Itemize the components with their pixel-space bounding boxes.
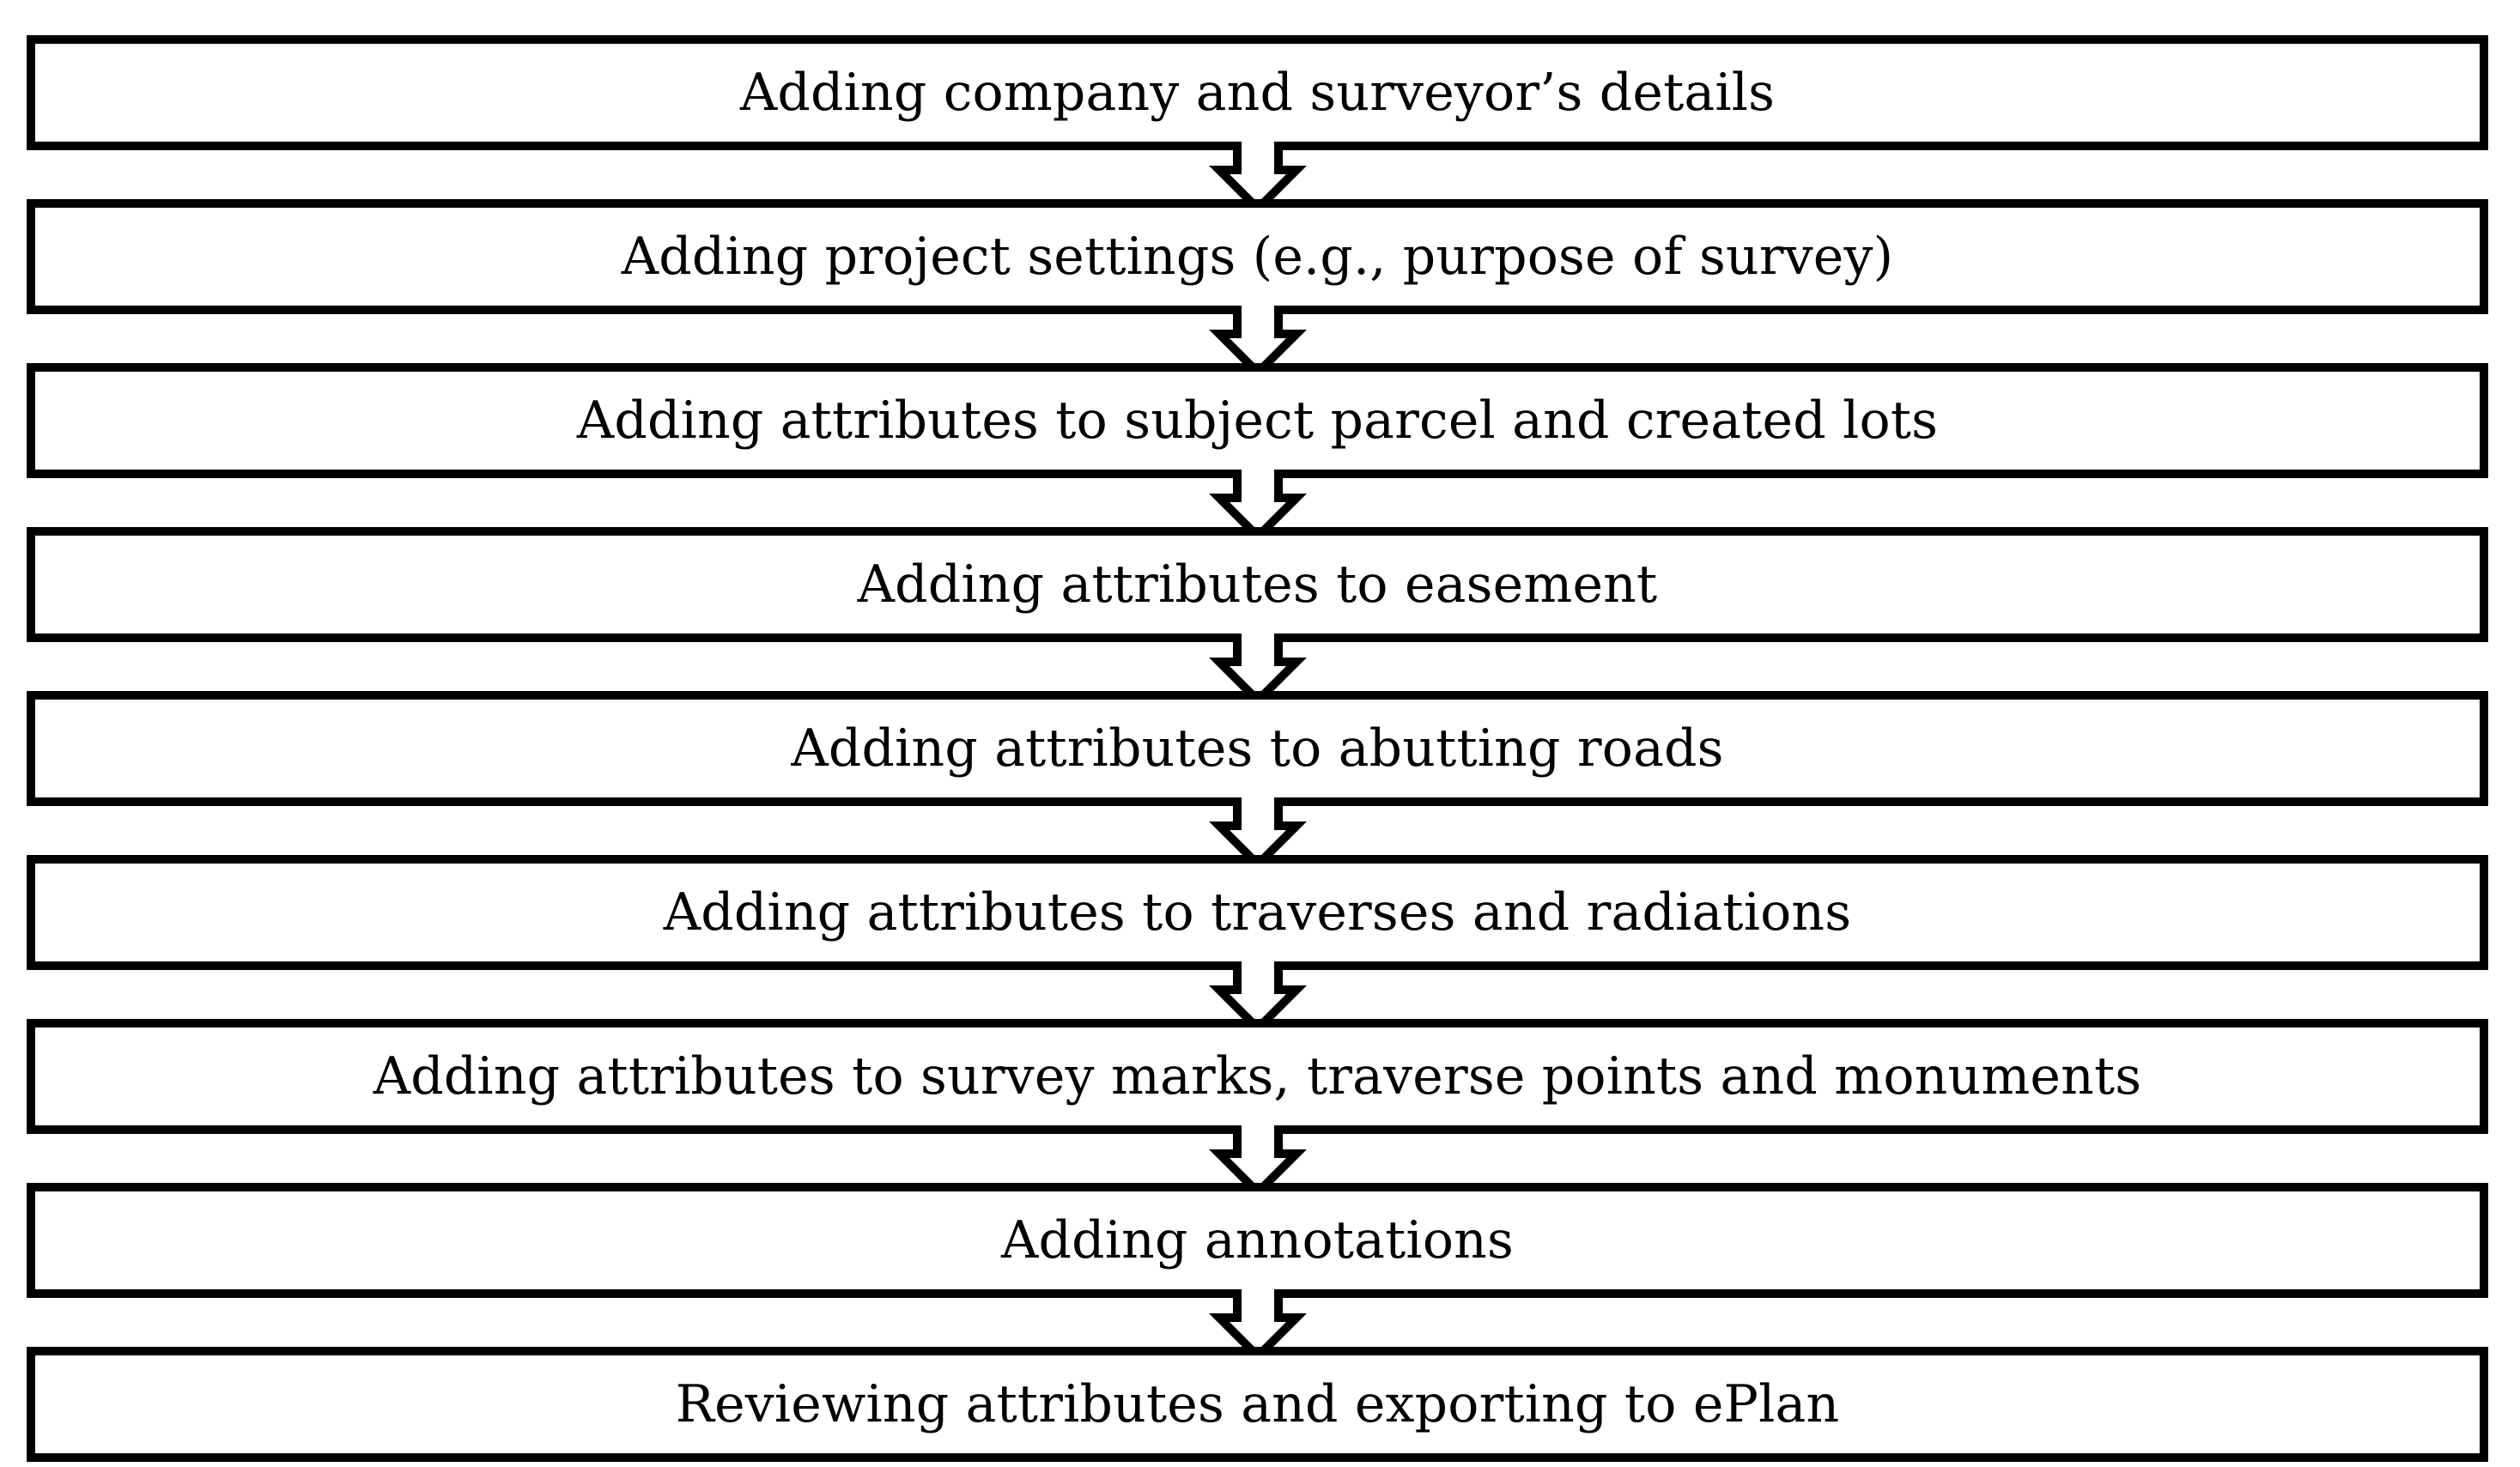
border-notch — [1232, 306, 1283, 314]
flow-step-label: Adding attributes to subject parcel and … — [576, 390, 1939, 451]
flow-step-2[interactable]: Adding project settings (e.g., purpose o… — [27, 199, 2488, 314]
flow-connector-3-4 — [27, 470, 2488, 543]
flow-step-label: Adding attributes to abutting roads — [791, 718, 1724, 779]
flow-step-label: Reviewing attributes and exporting to eP… — [675, 1373, 1840, 1434]
flow-step-9[interactable]: Reviewing attributes and exporting to eP… — [27, 1347, 2488, 1462]
flow-step-label: Adding annotations — [1001, 1209, 1514, 1270]
flow-step-label: Adding attributes to survey marks, trave… — [373, 1046, 2142, 1106]
flow-step-4[interactable]: Adding attributes to easement — [27, 527, 2488, 642]
flow-connector-2-3 — [27, 306, 2488, 379]
flow-step-1[interactable]: Adding company and surveyor’s details — [27, 35, 2488, 150]
flow-step-7[interactable]: Adding attributes to survey marks, trave… — [27, 1019, 2488, 1134]
flow-connector-7-8 — [27, 1125, 2488, 1198]
flow-connector-5-6 — [27, 797, 2488, 870]
flow-step-6[interactable]: Adding attributes to traverses and radia… — [27, 855, 2488, 970]
flow-step-8[interactable]: Adding annotations — [27, 1183, 2488, 1298]
flow-connector-6-7 — [27, 961, 2488, 1034]
flow-step-5[interactable]: Adding attributes to abutting roads — [27, 691, 2488, 806]
border-notch — [1232, 1125, 1283, 1134]
border-notch — [1232, 633, 1283, 642]
flow-step-label: Adding attributes to traverses and radia… — [663, 882, 1852, 943]
flow-connector-8-9 — [27, 1289, 2488, 1362]
flow-step-label: Adding company and surveyor’s details — [739, 62, 1776, 123]
flow-connector-4-5 — [27, 633, 2488, 706]
border-notch — [1232, 142, 1283, 150]
border-notch — [1232, 961, 1283, 970]
flow-connector-1-2 — [27, 142, 2488, 215]
border-notch — [1232, 1289, 1283, 1298]
flow-step-label: Adding attributes to easement — [857, 554, 1658, 615]
border-notch — [1232, 470, 1283, 478]
border-notch — [1232, 797, 1283, 806]
flow-step-label: Adding project settings (e.g., purpose o… — [621, 226, 1894, 287]
flow-step-3[interactable]: Adding attributes to subject parcel and … — [27, 363, 2488, 478]
